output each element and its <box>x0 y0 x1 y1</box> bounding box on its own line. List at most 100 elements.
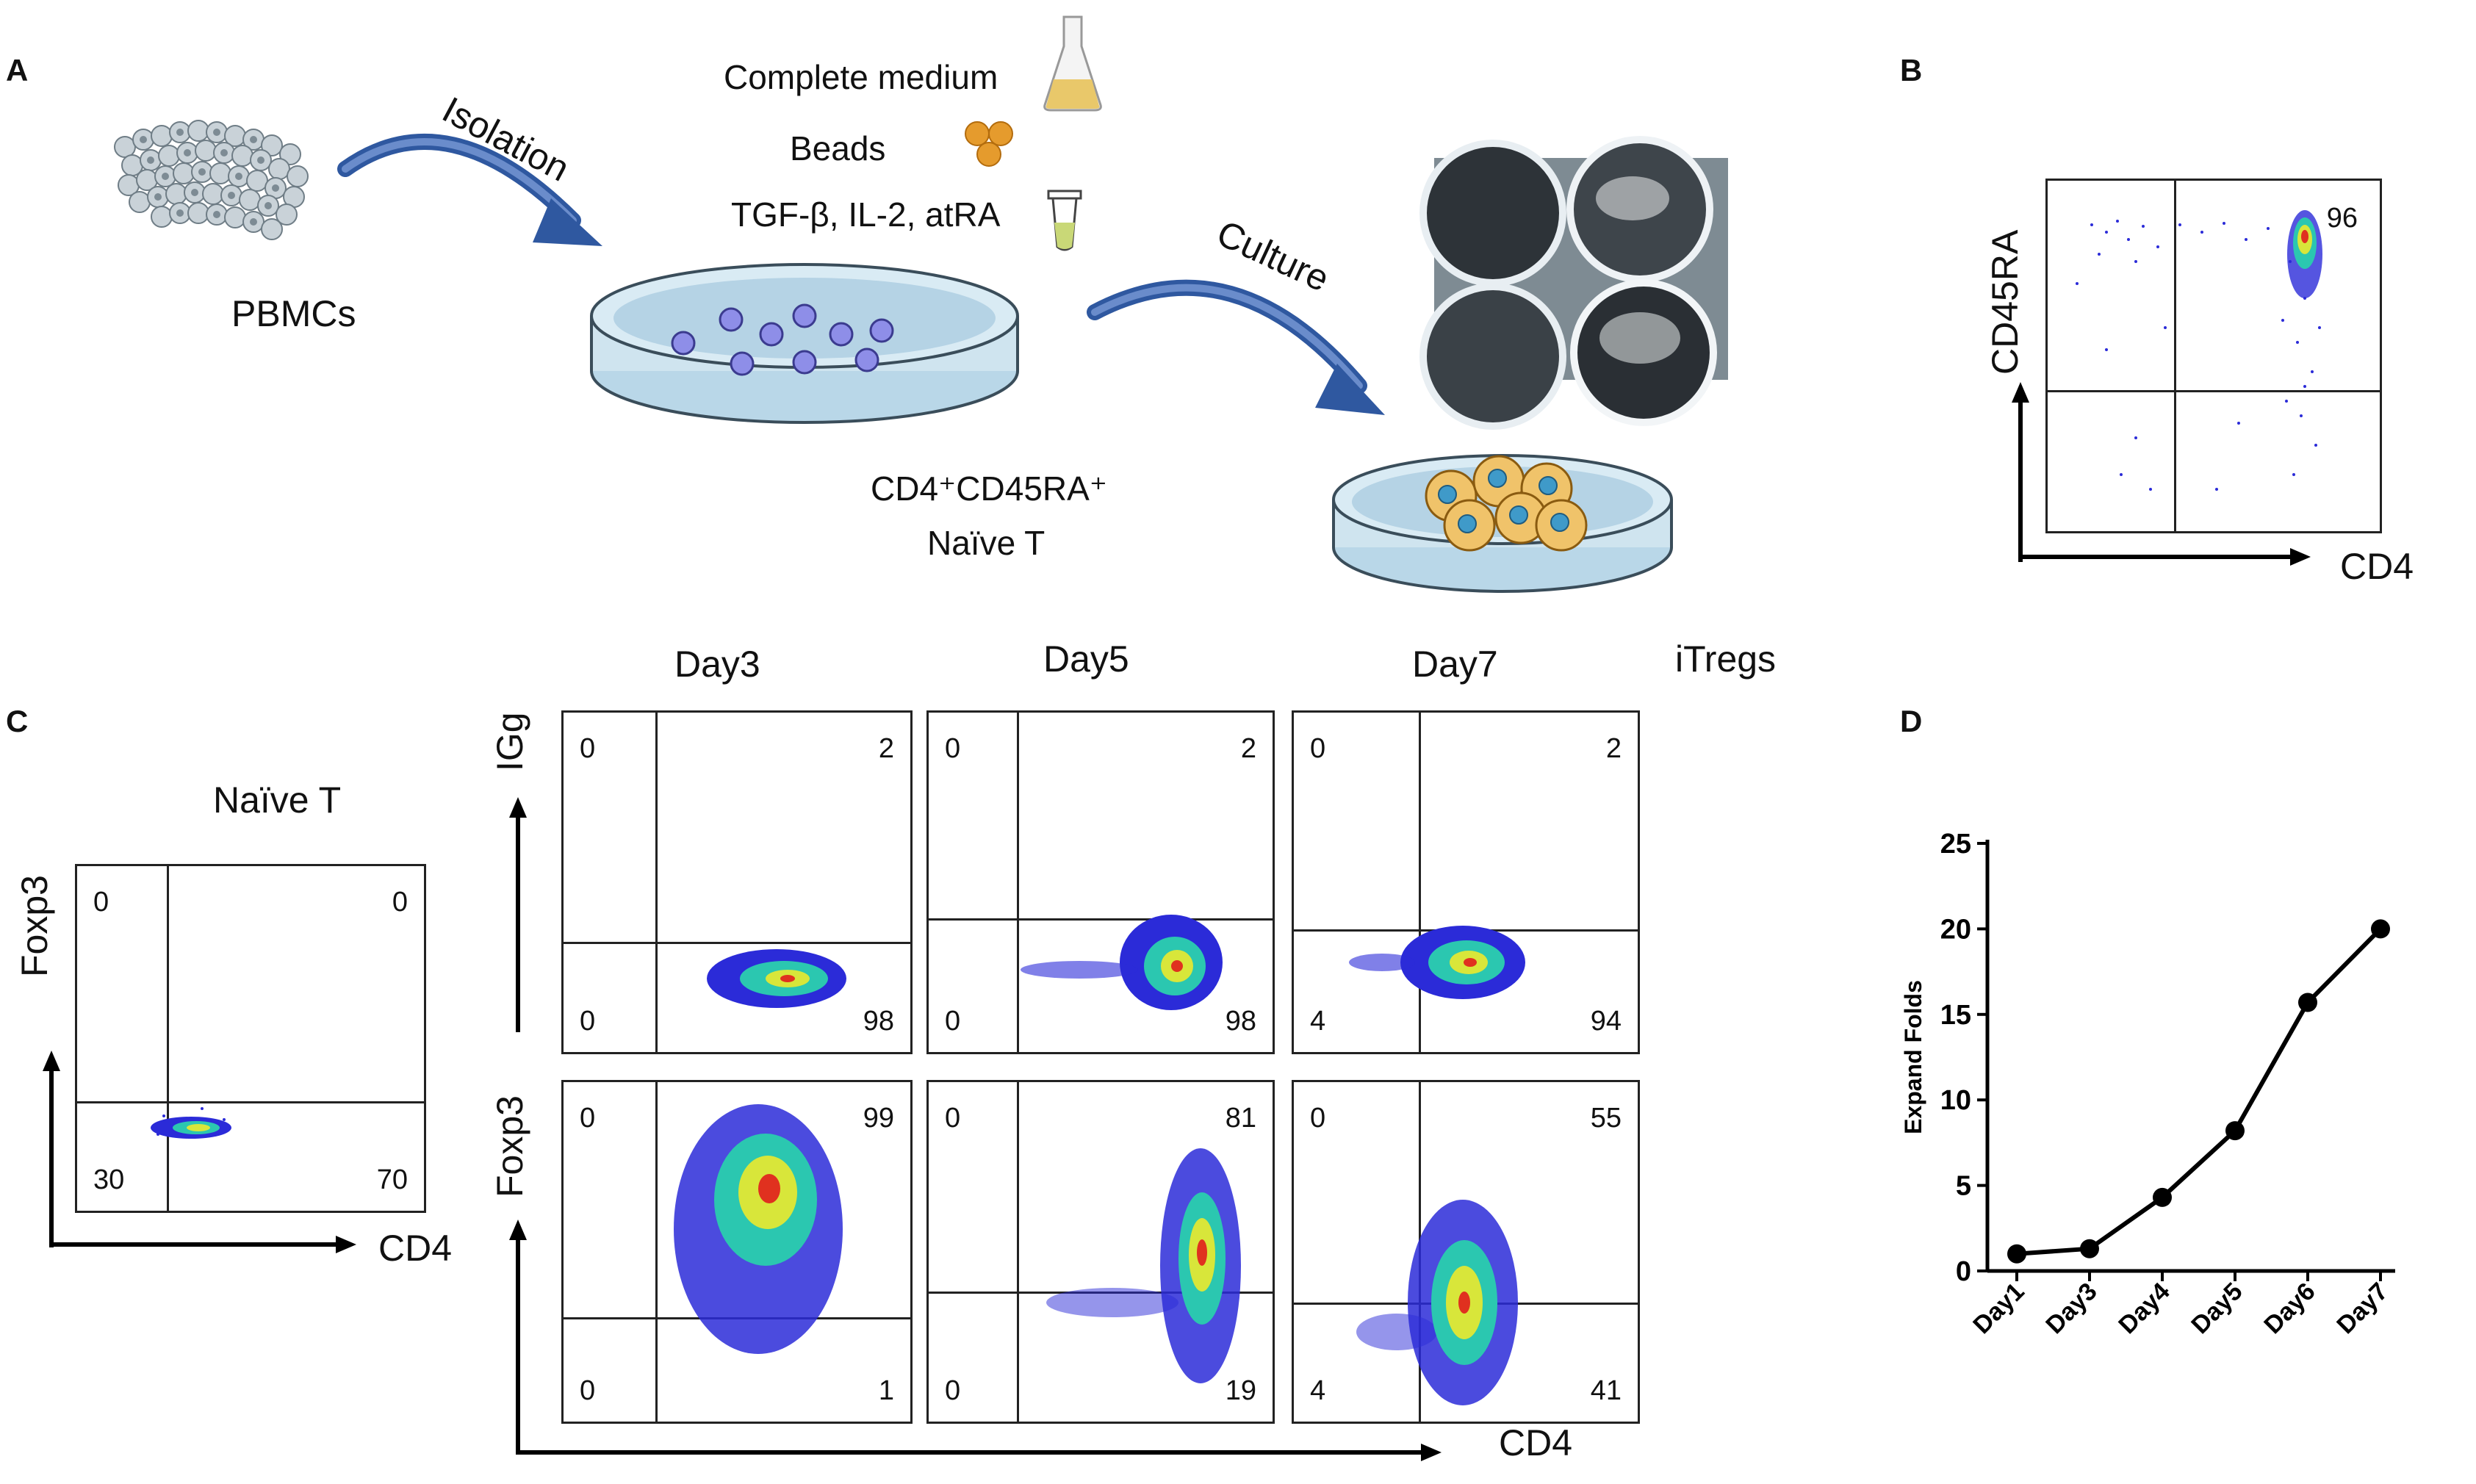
naive-q-ur: 0 <box>392 887 408 918</box>
naive-t-label-line1: CD4⁺CD45RA⁺ <box>871 469 1108 508</box>
row-label-igg: IGg <box>489 712 530 771</box>
col-title-itregs: iTregs <box>1675 638 1777 680</box>
x-tick-label: Day7 <box>2331 1278 2393 1339</box>
foxp3-day7-q-ur: 55 <box>1590 1103 1622 1134</box>
data-point <box>2371 919 2390 939</box>
foxp3-day5-q-ll: 0 <box>945 1375 961 1406</box>
y-tick-label: 25 <box>1940 829 1971 860</box>
foxp3-day7-plot: 0 55 4 41 <box>1292 1080 1640 1424</box>
foxp3-day7-scatter <box>1356 1200 1518 1405</box>
panel-b-y-label: CD45RA <box>1984 229 2026 375</box>
igg-day7-q-lr: 94 <box>1590 1006 1622 1037</box>
naive-foxp3-plot: 0 0 30 70 <box>75 864 426 1213</box>
x-tick-label: Day4 <box>2113 1278 2175 1339</box>
panel-b-x-label: CD4 <box>2340 546 2414 587</box>
pbmcs-label: PBMCs <box>231 293 356 334</box>
foxp3-day7-q-ul: 0 <box>1310 1103 1326 1134</box>
y-tick-label: 5 <box>1956 1171 1971 1202</box>
igg-row-arrow <box>509 797 527 1032</box>
foxp3-day3-q-ur: 99 <box>863 1103 894 1134</box>
igg-day5-scatter <box>1021 915 1223 1010</box>
naive-q-ll: 30 <box>93 1164 125 1195</box>
igg-day7-q-ll: 4 <box>1310 1006 1326 1037</box>
data-point <box>2298 993 2317 1012</box>
foxp3-day5-q-ul: 0 <box>945 1103 961 1134</box>
igg-day5-q-ur: 2 <box>1240 733 1256 764</box>
data-point <box>2225 1121 2245 1141</box>
data-point <box>2007 1244 2026 1264</box>
cd45ra-cd4-plot: 96 <box>2045 179 2382 533</box>
naive-x-label: CD4 <box>378 1228 453 1269</box>
y-tick-label: 15 <box>1940 1000 1971 1031</box>
pbmc-cluster-icon <box>114 120 309 240</box>
isolation-arrow-icon <box>337 134 602 246</box>
igg-day3-q-lr: 98 <box>863 1006 894 1037</box>
panel-letter-b: B <box>1900 53 1923 87</box>
culture-arrow-icon <box>1087 279 1385 415</box>
naive-q-ul: 0 <box>93 887 109 918</box>
foxp3-day5-plot: 0 81 0 19 <box>926 1080 1275 1424</box>
cd45ra-scatter <box>2076 210 2322 491</box>
igg-day5-plot: 0 2 0 98 <box>926 710 1275 1054</box>
igg-day5-q-ll: 0 <box>945 1006 961 1037</box>
foxp3-day5-q-lr: 19 <box>1225 1375 1256 1406</box>
foxp3-day3-q-ll: 0 <box>580 1375 596 1406</box>
flask-icon <box>1043 15 1102 112</box>
igg-day3-plot: 0 2 0 98 <box>561 710 913 1054</box>
x-tick-label: Day5 <box>2186 1278 2248 1339</box>
foxp3-day5-q-ur: 81 <box>1225 1103 1256 1134</box>
foxp3-day7-q-lr: 41 <box>1590 1375 1622 1406</box>
igg-day5-q-lr: 98 <box>1225 1006 1256 1037</box>
x-tick-label: Day1 <box>1968 1278 2029 1339</box>
naive-y-label: Foxp3 <box>14 875 55 977</box>
beads-icon <box>965 121 1013 167</box>
data-point <box>2080 1239 2099 1258</box>
panel-letter-a: A <box>6 53 29 87</box>
y-tick-label: 10 <box>1940 1085 1971 1116</box>
foxp3-day5-scatter <box>1046 1148 1241 1383</box>
y-tick-label: 20 <box>1940 914 1971 945</box>
data-point <box>2153 1187 2172 1207</box>
col-title-day5: Day5 <box>1043 638 1129 680</box>
y-tick-label: 0 <box>1956 1256 1971 1287</box>
petri-dish-beads-icon <box>590 263 1019 424</box>
igg-day3-q-ll: 0 <box>580 1006 596 1037</box>
quadrant-ur-value: 96 <box>2326 203 2358 234</box>
igg-day7-q-ur: 2 <box>1605 733 1622 764</box>
igg-day7-q-ul: 0 <box>1310 733 1326 764</box>
foxp3-day3-q-ul: 0 <box>580 1103 596 1134</box>
panel-letter-c: C <box>6 704 29 738</box>
igg-day7-plot: 0 2 4 94 <box>1292 710 1640 1054</box>
naive-t-plot-title: Naïve T <box>213 779 342 821</box>
naive-q-lr: 70 <box>376 1164 408 1195</box>
complete-medium-label: Complete medium <box>724 58 998 96</box>
naive-axes-arrows <box>43 1051 356 1253</box>
culture-plate-photo <box>1419 136 1728 430</box>
naive-scatter <box>151 1107 231 1139</box>
beads-label: Beads <box>790 129 886 168</box>
foxp3-row-arrow <box>509 1220 1442 1461</box>
cytokines-label: TGF-β, IL-2, atRA <box>731 195 1001 234</box>
igg-day3-q-ur: 2 <box>878 733 894 764</box>
igg-day3-q-ul: 0 <box>580 733 596 764</box>
x-tick-label: Day6 <box>2259 1278 2320 1339</box>
igg-day3-scatter <box>707 949 846 1008</box>
igg-day5-q-ul: 0 <box>945 733 961 764</box>
panel-letter-d: D <box>1900 704 1923 738</box>
x-tick-label: Day3 <box>2040 1278 2102 1339</box>
foxp3-day3-scatter <box>674 1104 843 1354</box>
col-title-day7: Day7 <box>1412 644 1498 685</box>
foxp3-day7-q-ll: 4 <box>1310 1375 1326 1406</box>
panel-b-axes-arrows <box>2012 382 2311 566</box>
col-title-day3: Day3 <box>674 644 760 685</box>
tube-icon <box>1047 190 1082 251</box>
naive-t-label-line2: Naïve T <box>927 524 1046 562</box>
series-line <box>2016 927 2383 1256</box>
foxp3-day3-q-lr: 1 <box>878 1375 894 1406</box>
y-axis-label: Expand Folds <box>1900 980 1926 1134</box>
petri-dish-cells-icon <box>1332 454 1673 593</box>
panel-c-x-label: CD4 <box>1499 1422 1573 1463</box>
row-label-foxp3: Foxp3 <box>489 1095 530 1197</box>
igg-day7-scatter <box>1349 926 1525 999</box>
